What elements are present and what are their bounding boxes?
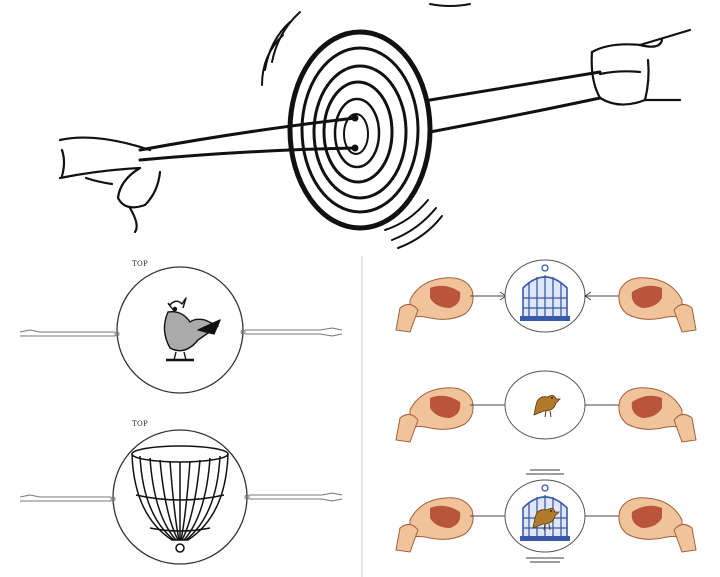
hand-icon (618, 387, 697, 443)
hand-icon (618, 277, 697, 333)
right-string (428, 70, 602, 134)
spiral-disc-illustration (58, 3, 692, 249)
bird-icon (163, 297, 221, 362)
row-bird (395, 370, 697, 443)
arrow (584, 291, 592, 301)
left-string (138, 116, 357, 162)
spin-motion-lines (526, 469, 564, 563)
bird-disc-panel: TOP (19, 260, 343, 394)
hand-icon (395, 497, 474, 553)
cage-disc-strings (19, 492, 343, 502)
bird-disc-strings (19, 327, 343, 337)
row-combined (395, 469, 697, 563)
right-hand-icon (590, 28, 692, 106)
top-label-cage: TOP (132, 420, 148, 428)
left-hand-icon (58, 136, 162, 234)
spiral-disc-icon (287, 29, 433, 231)
spin-motion-lines (261, 3, 471, 249)
hand-icon (395, 387, 474, 443)
birdcage-icon (131, 445, 229, 553)
hand-icon (395, 277, 474, 333)
top-label-bird: TOP (132, 260, 148, 268)
row-cage (395, 259, 697, 333)
cage-disc-panel: TOP (19, 420, 343, 565)
hand-icon (618, 497, 697, 553)
